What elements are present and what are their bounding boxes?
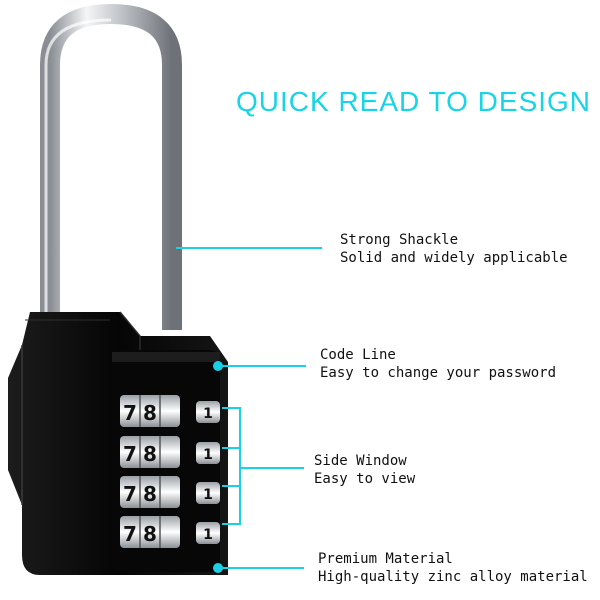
callout-leaders xyxy=(176,247,322,569)
dial-digit: 7 xyxy=(123,442,137,466)
callout-title: Side Window xyxy=(314,453,407,469)
callout-description: Easy to view xyxy=(314,471,416,487)
dial-digit: 1 xyxy=(203,527,213,543)
callout-dots xyxy=(213,361,223,573)
dial-digit: 8 xyxy=(143,401,157,425)
dial-digit: 1 xyxy=(203,406,213,422)
dial-digit: 1 xyxy=(203,447,213,463)
callout-title: Premium Material xyxy=(318,551,453,567)
dial-wheel-row[interactable]: 7 8 1 xyxy=(120,476,220,508)
dial-wheel-row[interactable]: 7 8 1 xyxy=(120,516,220,548)
dial-digit: 1 xyxy=(203,487,213,503)
callout-code-line: Code Line Easy to change your password xyxy=(320,346,556,382)
dial-wheel-row[interactable]: 7 8 1 xyxy=(120,436,220,468)
callout-description: Easy to change your password xyxy=(320,365,557,381)
dial-digit: 7 xyxy=(123,522,137,546)
shackle xyxy=(40,3,182,330)
dial-digit: 8 xyxy=(143,482,157,506)
callout-strong-shackle: Strong Shackle Solid and widely applicab… xyxy=(340,231,568,267)
callout-title: Code Line xyxy=(320,347,396,363)
callout-premium-material: Premium Material High-quality zinc alloy… xyxy=(318,550,588,586)
callout-side-window: Side Window Easy to view xyxy=(314,452,415,488)
heading: QUICK READ TO DESIGN xyxy=(236,86,592,117)
dial-digit: 8 xyxy=(143,522,157,546)
dial-digit: 7 xyxy=(123,401,137,425)
callout-description: Solid and widely applicable xyxy=(340,250,568,266)
dial-wheel-row[interactable]: 7 8 1 xyxy=(120,395,220,427)
callout-title: Strong Shackle xyxy=(340,232,459,248)
dial-digit: 7 xyxy=(123,482,137,506)
callout-description: High-quality zinc alloy material xyxy=(318,569,588,585)
dial-digit: 8 xyxy=(143,442,157,466)
leader-side-window xyxy=(222,407,304,525)
